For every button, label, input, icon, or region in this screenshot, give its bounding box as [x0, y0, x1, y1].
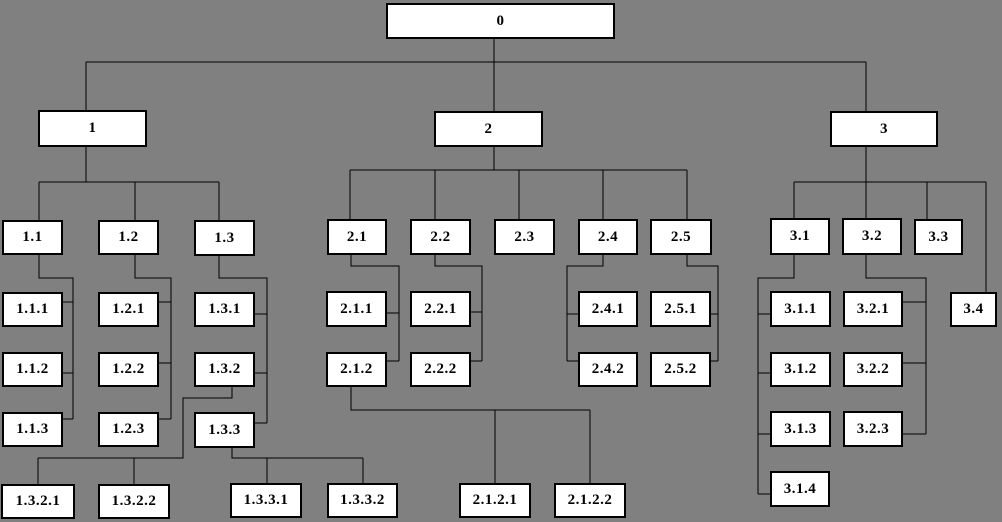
- tree-node-3.1.1: 3.1.1: [770, 291, 831, 327]
- tree-node-1.1.1: 1.1.1: [2, 292, 63, 327]
- tree-node-2.2.1: 2.2.1: [410, 291, 471, 327]
- tree-node-1.3.2.1: 1.3.2.1: [1, 484, 75, 519]
- tree-node-3.2: 3.2: [842, 218, 902, 255]
- tree-node-0: 0: [386, 3, 615, 39]
- tree-node-3: 3: [830, 111, 938, 147]
- tree-node-3.2.2: 3.2.2: [843, 352, 903, 387]
- tree-node-2.1: 2.1: [327, 219, 387, 255]
- tree-node-2.3: 2.3: [494, 219, 555, 255]
- connector-hang-1.1: [38, 255, 74, 419]
- tree-node-2.5.2: 2.5.2: [650, 352, 711, 387]
- tree-node-1.1.3: 1.1.3: [2, 412, 63, 447]
- tree-node-2.5: 2.5: [650, 219, 712, 255]
- tree-node-1.3.2: 1.3.2: [194, 352, 255, 387]
- tree-node-2.1.1: 2.1.1: [326, 291, 387, 327]
- connector-hang-2.2: [434, 255, 483, 361]
- tree-node-2.1.2.1: 2.1.2.1: [459, 483, 531, 518]
- tree-node-2.5.1: 2.5.1: [650, 291, 711, 327]
- tree-node-1.3.3: 1.3.3: [194, 412, 255, 448]
- tree-node-3.2.3: 3.2.3: [843, 411, 903, 447]
- tree-node-1: 1: [38, 110, 147, 147]
- tree-node-2: 2: [434, 111, 543, 147]
- connector-hang-1.3.3: [231, 448, 363, 459]
- tree-node-2.4: 2.4: [578, 219, 638, 255]
- connector-hang-2.1.2: [350, 387, 590, 411]
- connector-hang-1.3: [218, 255, 268, 423]
- connector-hang-3.1: [757, 255, 795, 494]
- tree-node-3.1.2: 3.1.2: [770, 352, 831, 387]
- tree-node-1.3.2.2: 1.3.2.2: [98, 484, 170, 519]
- tree-node-3.1: 3.1: [770, 218, 830, 255]
- connector-hang-1.3.2: [38, 387, 233, 459]
- connector-hang-1.2: [134, 255, 172, 419]
- tree-node-1.3: 1.3: [194, 220, 255, 256]
- tree-node-2.4.2: 2.4.2: [578, 352, 638, 387]
- tree-node-3.3: 3.3: [914, 219, 963, 255]
- tree-node-3.2.1: 3.2.1: [843, 291, 903, 327]
- tree-node-1.2.3: 1.2.3: [98, 412, 159, 447]
- tree-node-2.1.2: 2.1.2: [326, 352, 387, 387]
- tree-node-1.2: 1.2: [98, 220, 159, 255]
- tree-node-2.1.2.2: 2.1.2.2: [554, 483, 626, 518]
- tree-node-2.4.1: 2.4.1: [578, 291, 638, 327]
- tree-node-1.2.1: 1.2.1: [98, 292, 159, 327]
- tree-node-3.4: 3.4: [950, 292, 997, 327]
- tree-node-2.2: 2.2: [410, 219, 471, 255]
- tree-node-1.3.3.1: 1.3.3.1: [230, 483, 302, 518]
- tree-node-1.2.2: 1.2.2: [98, 352, 159, 387]
- tree-node-2.2.2: 2.2.2: [410, 352, 471, 387]
- tree-node-3.1.3: 3.1.3: [770, 411, 831, 447]
- tree-node-1.3.3.2: 1.3.3.2: [327, 483, 398, 518]
- tree-node-3.1.4: 3.1.4: [770, 471, 830, 507]
- tree-node-1.3.1: 1.3.1: [194, 292, 255, 327]
- tree-node-1.1: 1.1: [2, 220, 63, 255]
- tree-node-1.1.2: 1.1.2: [2, 352, 63, 387]
- connector-hang-3.2: [865, 255, 927, 434]
